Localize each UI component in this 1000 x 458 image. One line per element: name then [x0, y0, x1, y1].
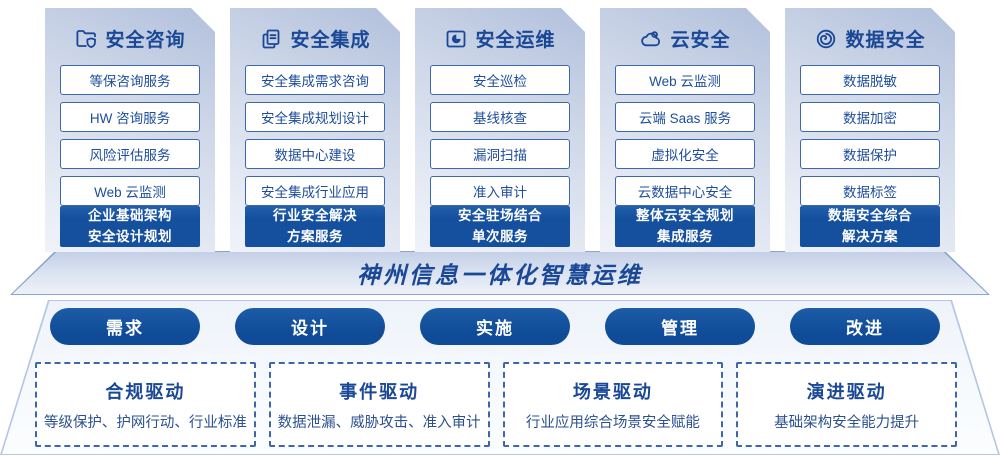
- service-item: 风险评估服务: [60, 139, 200, 169]
- drivers-row: 合规驱动 等级保护、护网行动、行业标准 事件驱动 数据泄漏、威胁攻击、准入审计 …: [35, 362, 957, 447]
- highlight-box: 整体云安全规划 集成服务: [615, 206, 755, 247]
- service-item: 漏洞扫描: [430, 139, 570, 169]
- service-item: Web 云监测: [60, 176, 200, 206]
- driver-box-incident: 事件驱动 数据泄漏、威胁攻击、准入审计: [268, 362, 490, 447]
- highlight-line: 安全驻场结合: [458, 208, 542, 224]
- process-pill-design: 设计: [235, 308, 385, 345]
- platform-banner: 神州信息一体化智慧运维: [10, 251, 990, 295]
- highlight-line: 方案服务: [287, 228, 343, 244]
- card-header: 安全集成: [259, 25, 370, 52]
- highlight-line: 安全设计规划: [88, 228, 172, 244]
- highlight-line: 整体云安全规划: [636, 208, 734, 224]
- highlight-line: 数据安全综合: [828, 208, 912, 224]
- process-row: 需求 设计 实施 管理 改进: [50, 308, 940, 345]
- driver-title: 事件驱动: [339, 381, 420, 402]
- driver-box-compliance: 合规驱动 等级保护、护网行动、行业标准: [35, 362, 256, 447]
- highlight-line: 解决方案: [842, 228, 898, 244]
- driver-title: 合规驱动: [105, 381, 186, 402]
- service-item: Web 云监测: [615, 65, 755, 95]
- service-item: 云数据中心安全: [615, 176, 755, 206]
- cloud-icon: [639, 27, 663, 51]
- highlight-line: 行业安全解决: [273, 208, 357, 224]
- service-item: 云端 Saas 服务: [615, 102, 755, 132]
- card-title: 云安全: [670, 30, 731, 51]
- highlight-box: 安全驻场结合 单次服务: [430, 206, 570, 247]
- service-item: 安全集成行业应用: [245, 176, 385, 206]
- driver-desc: 行业应用综合场景安全赋能: [525, 414, 700, 431]
- folder-shield-icon: [74, 27, 98, 51]
- card-title: 安全运维: [475, 30, 556, 51]
- process-pill-management: 管理: [605, 308, 755, 345]
- service-item: 数据中心建设: [245, 139, 385, 169]
- service-card-security-operations: 安全运维 安全巡检 基线核查 漏洞扫描 准入审计 安全驻场结合 单次服务: [415, 8, 585, 252]
- highlight-line: 企业基础架构: [88, 208, 172, 224]
- process-pill-implementation: 实施: [420, 308, 570, 345]
- highlight-box: 行业安全解决 方案服务: [245, 206, 385, 247]
- driver-title: 演进驱动: [806, 381, 887, 402]
- service-item-list: 安全巡检 基线核查 漏洞扫描 准入审计: [430, 65, 570, 206]
- driver-box-scenario: 场景驱动 行业应用综合场景安全赋能: [502, 362, 724, 447]
- copy-documents-icon: [259, 27, 283, 51]
- service-item: 数据标签: [800, 176, 940, 206]
- service-item-list: Web 云监测 云端 Saas 服务 虚拟化安全 云数据中心安全: [615, 65, 755, 206]
- driver-title: 场景驱动: [572, 381, 653, 402]
- card-title: 安全咨询: [105, 30, 186, 51]
- driver-desc: 数据泄漏、威胁攻击、准入审计: [277, 414, 481, 431]
- service-item: 准入审计: [430, 176, 570, 206]
- service-item: 数据脱敏: [800, 65, 940, 95]
- service-item: 数据保护: [800, 139, 940, 169]
- process-pill-improvement: 改进: [790, 308, 940, 345]
- highlight-box: 数据安全综合 解决方案: [800, 206, 940, 247]
- service-item: 安全集成规划设计: [245, 102, 385, 132]
- service-item: HW 咨询服务: [60, 102, 200, 132]
- platform-banner-title: 神州信息一体化智慧运维: [357, 262, 643, 288]
- card-title: 安全集成: [290, 30, 371, 51]
- driver-desc: 基础架构安全能力提升: [774, 414, 920, 431]
- service-item: 安全集成需求咨询: [245, 65, 385, 95]
- service-item: 安全巡检: [430, 65, 570, 95]
- highlight-line: 单次服务: [472, 228, 528, 244]
- service-card-cloud-security: 云安全 Web 云监测 云端 Saas 服务 虚拟化安全 云数据中心安全 整体云…: [600, 8, 770, 252]
- card-header: 数据安全: [814, 25, 925, 52]
- service-card-data-security: 数据安全 数据脱敏 数据加密 数据保护 数据标签 数据安全综合 解决方案: [785, 8, 955, 252]
- highlight-box: 企业基础架构 安全设计规划: [60, 206, 200, 247]
- service-item: 虚拟化安全: [615, 139, 755, 169]
- process-pill-requirements: 需求: [50, 308, 200, 345]
- card-header: 安全运维: [444, 25, 555, 52]
- service-item-list: 等保咨询服务 HW 咨询服务 风险评估服务 Web 云监测: [60, 65, 200, 206]
- service-item: 基线核查: [430, 102, 570, 132]
- data-spiral-icon: [814, 27, 838, 51]
- service-item-list: 数据脱敏 数据加密 数据保护 数据标签: [800, 65, 940, 206]
- service-card-security-consulting: 安全咨询 等保咨询服务 HW 咨询服务 风险评估服务 Web 云监测 企业基础架…: [45, 8, 215, 252]
- highlight-line: 集成服务: [657, 228, 713, 244]
- driver-desc: 等级保护、护网行动、行业标准: [43, 414, 247, 431]
- card-title: 数据安全: [845, 30, 926, 51]
- card-header: 云安全: [639, 25, 730, 52]
- service-item-list: 安全集成需求咨询 安全集成规划设计 数据中心建设 安全集成行业应用: [245, 65, 385, 206]
- card-header: 安全咨询: [74, 25, 185, 52]
- service-item: 数据加密: [800, 102, 940, 132]
- service-item: 等保咨询服务: [60, 65, 200, 95]
- platform-banner-surface: 神州信息一体化智慧运维: [12, 252, 988, 294]
- folder-pie-icon: [444, 27, 468, 51]
- service-card-security-integration: 安全集成 安全集成需求咨询 安全集成规划设计 数据中心建设 安全集成行业应用 行…: [230, 8, 400, 252]
- driver-box-evolution: 演进驱动 基础架构安全能力提升: [736, 362, 957, 447]
